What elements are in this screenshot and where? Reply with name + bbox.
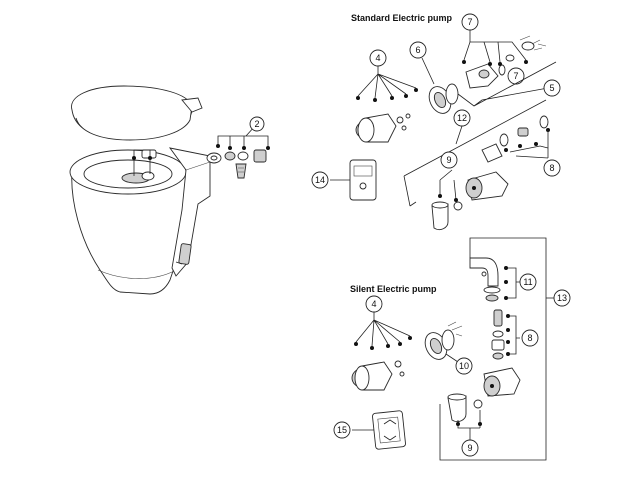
leader-group-4-silent xyxy=(354,312,412,350)
callout-6: 6 xyxy=(409,41,427,59)
leader-group-4-standard xyxy=(356,66,418,102)
toilet-illustration xyxy=(69,85,211,295)
leader-group-13 xyxy=(439,237,547,461)
silent-lower-pump xyxy=(447,367,521,440)
leader-group-12 xyxy=(403,99,547,207)
callout-8-standard-label: 8 xyxy=(549,163,554,173)
callout-14-label: 14 xyxy=(315,175,325,185)
callout-12: 12 xyxy=(453,109,471,127)
silent-pump-motor xyxy=(351,360,405,391)
callout-2-label: 2 xyxy=(254,119,259,129)
callout-9-silent-label: 9 xyxy=(467,443,472,453)
leader-group-5 xyxy=(457,61,557,107)
callout-7-top-label: 7 xyxy=(467,17,472,27)
toilet-fittings-group xyxy=(206,125,270,179)
callout-11-label: 11 xyxy=(523,277,532,287)
callout-9-standard: 9 xyxy=(440,151,458,169)
control-panel-14 xyxy=(330,159,377,201)
callout-14: 14 xyxy=(311,171,329,189)
standard-pump-motor xyxy=(355,113,411,143)
callout-8-silent-label: 8 xyxy=(527,333,532,343)
leader-12 xyxy=(455,125,463,145)
pump-head-7 xyxy=(462,35,547,89)
callout-15-label: 15 xyxy=(337,425,347,435)
callout-4-silent: 4 xyxy=(365,295,383,313)
standard-lower-pump xyxy=(431,169,509,231)
callout-13-label: 13 xyxy=(557,293,567,303)
callout-9-silent: 9 xyxy=(461,439,479,457)
callout-7-top: 7 xyxy=(461,13,479,31)
callout-2: 2 xyxy=(249,116,265,132)
callout-5-label: 5 xyxy=(549,83,554,93)
callout-8-standard: 8 xyxy=(543,159,561,177)
callout-6-label: 6 xyxy=(415,45,420,55)
callout-10: 10 xyxy=(455,357,473,375)
callout-8-silent: 8 xyxy=(521,329,539,347)
callout-10-label: 10 xyxy=(459,361,469,371)
callout-7-inner: 7 xyxy=(507,67,525,85)
callout-15: 15 xyxy=(333,421,351,439)
callout-4-standard: 4 xyxy=(369,49,387,67)
silent-impeller-10 xyxy=(424,321,463,363)
callout-7-inner-label: 7 xyxy=(513,71,518,81)
silent-fittings-11 xyxy=(469,257,520,302)
callout-11: 11 xyxy=(519,273,537,291)
standard-fittings-8 xyxy=(481,115,550,163)
callout-9-standard-label: 9 xyxy=(446,155,451,165)
silent-pump-heading: Silent Electric pump xyxy=(350,284,437,294)
callout-12-label: 12 xyxy=(457,113,467,123)
callout-13: 13 xyxy=(553,289,571,307)
callout-4-silent-label: 4 xyxy=(371,299,376,309)
callout-4-standard-label: 4 xyxy=(375,53,380,63)
control-panel-15 xyxy=(352,410,406,450)
silent-fittings-8 xyxy=(491,309,520,360)
callout-5: 5 xyxy=(543,79,561,97)
impeller-housing-6 xyxy=(421,57,459,114)
standard-pump-heading: Standard Electric pump xyxy=(351,13,453,23)
